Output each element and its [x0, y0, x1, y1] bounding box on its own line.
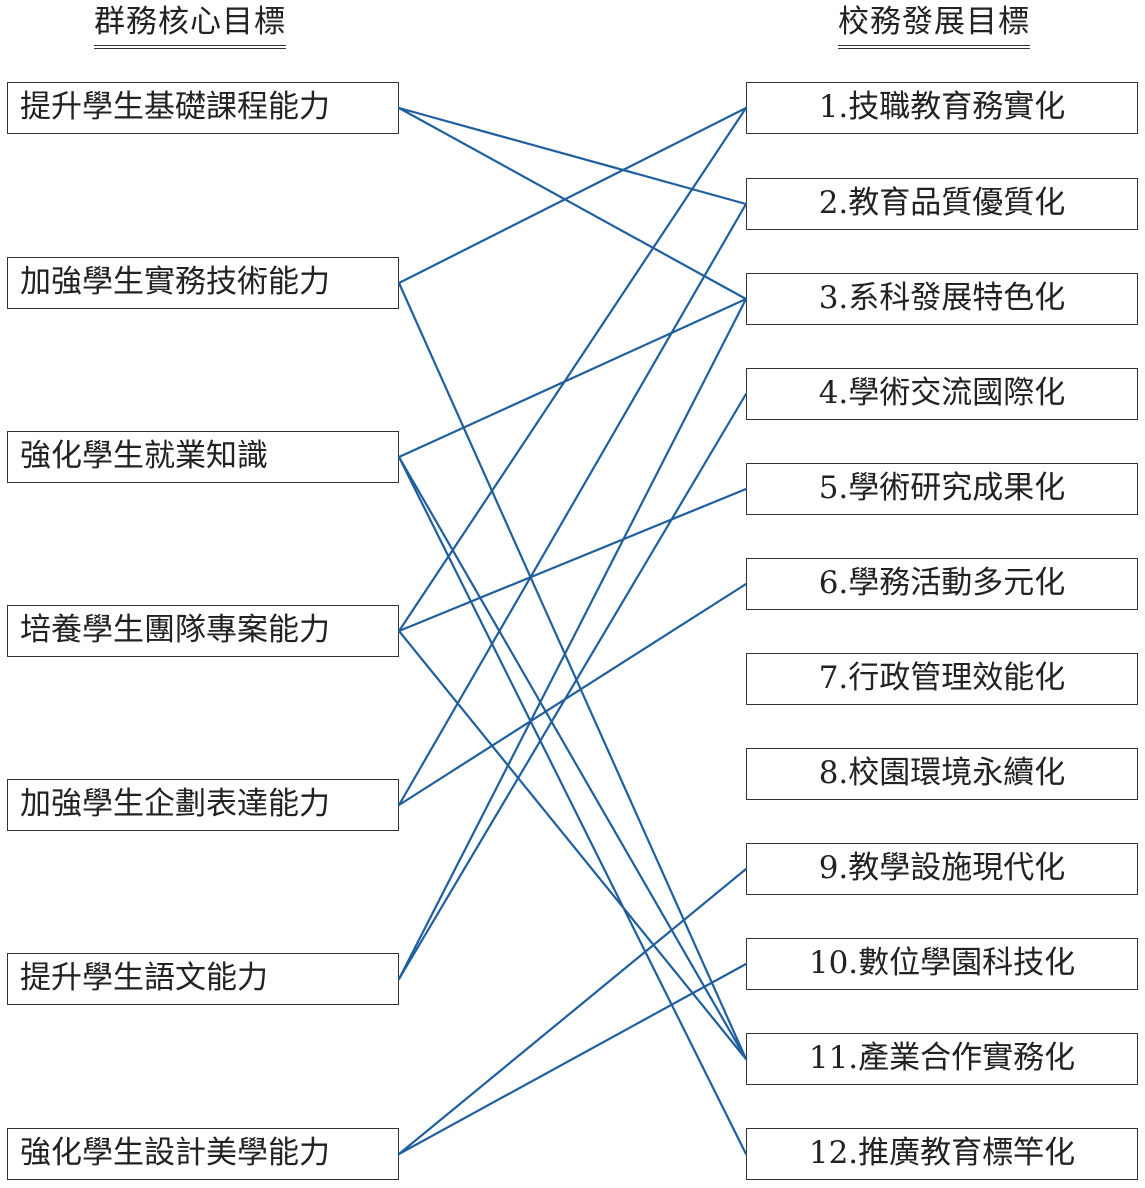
- left-goal-box-1: 提升學生基礎課程能力: [7, 82, 399, 134]
- right-goal-box-12: 12.推廣教育標竿化: [746, 1128, 1138, 1180]
- left-goal-box-3: 強化學生就業知識: [7, 431, 399, 483]
- right-goal-box-9: 9.教學設施現代化: [746, 843, 1138, 895]
- connector-line-2-to-1: [397, 106, 748, 285]
- right-goal-box-5: 5.學術研究成果化: [746, 463, 1138, 515]
- right-goal-box-7: 7.行政管理效能化: [746, 653, 1138, 705]
- connector-line-6-to-3: [397, 297, 748, 981]
- connector-line-4-to-11: [397, 629, 748, 1061]
- right-goal-box-8: 8.校園環境永續化: [746, 748, 1138, 800]
- connector-line-5-to-2: [397, 202, 748, 807]
- left-goal-box-5: 加強學生企劃表達能力: [7, 779, 399, 831]
- left-goal-box-7: 強化學生設計美學能力: [7, 1128, 399, 1180]
- left-goal-box-2: 加強學生實務技術能力: [7, 257, 399, 309]
- left-goal-box-4: 培養學生團隊專案能力: [7, 605, 399, 657]
- connector-line-7-to-10: [397, 962, 748, 1156]
- core-goals-header: 群務核心目標: [94, 2, 286, 49]
- right-goal-box-4: 4.學術交流國際化: [746, 368, 1138, 420]
- connector-line-7-to-9: [397, 867, 748, 1156]
- right-goal-box-10: 10.數位學園科技化: [746, 938, 1138, 990]
- development-goals-header: 校務發展目標: [838, 2, 1030, 49]
- connector-line-1-to-2: [397, 106, 748, 206]
- right-goal-box-1: 1.技職教育務實化: [746, 82, 1138, 134]
- connector-line-3-to-3: [397, 297, 748, 459]
- connector-line-4-to-1: [397, 106, 748, 633]
- connector-line-6-to-4: [397, 392, 748, 981]
- connector-line-5-to-6: [397, 582, 748, 807]
- right-goal-box-11: 11.產業合作實務化: [746, 1033, 1138, 1085]
- connector-line-3-to-11: [397, 455, 748, 1061]
- right-goal-box-6: 6.學務活動多元化: [746, 558, 1138, 610]
- connector-line-4-to-5: [397, 487, 748, 633]
- connector-line-1-to-3: [397, 106, 748, 301]
- right-goal-box-2: 2.教育品質優質化: [746, 178, 1138, 230]
- connector-line-2-to-11: [397, 281, 748, 1061]
- right-goal-box-3: 3.系科發展特色化: [746, 273, 1138, 325]
- connector-line-3-to-12: [397, 455, 748, 1156]
- left-goal-box-6: 提升學生語文能力: [7, 953, 399, 1005]
